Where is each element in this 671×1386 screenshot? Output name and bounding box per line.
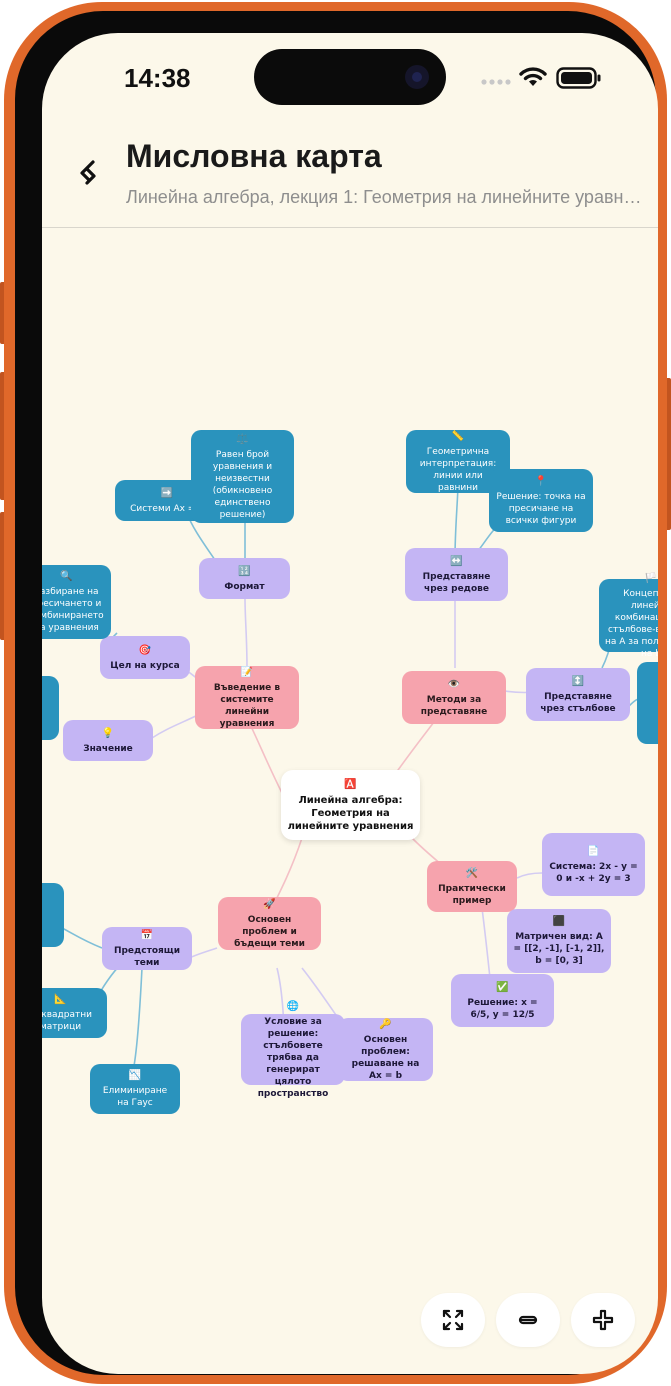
- battery-icon: [556, 67, 601, 89]
- add-icon: [592, 1309, 614, 1331]
- fit-view-button[interactable]: [421, 1293, 485, 1347]
- sub-node-matrix[interactable]: ⬛ Матричен вид: A = [[2, -1], [-1, 2]], …: [507, 909, 611, 973]
- sub-node-rows[interactable]: ↔️ Представяне чрез редове: [405, 548, 508, 601]
- branch-label: Въведение в системите линейни уравнения: [213, 682, 281, 729]
- phone-side-button: [0, 372, 6, 500]
- leaf-node-partial[interactable]: в а: [42, 676, 59, 740]
- up-down-arrow-icon: ↕️: [571, 675, 585, 687]
- leaf-node-equal-count[interactable]: ⚖️ Равен брой уравнения и неизвестни (об…: [191, 430, 294, 523]
- sub-label: Система: 2x - y = 0 и -x + 2y = 3: [549, 861, 638, 884]
- sub-label: Условие за решение: стълбовете трябва да…: [257, 1016, 329, 1099]
- check-icon: ✅: [496, 981, 509, 993]
- globe-icon: 🌐: [286, 1000, 300, 1012]
- branch-node-methods[interactable]: 👁️ Методи за представяне: [402, 671, 506, 724]
- flag-icon: 🏳️: [644, 572, 658, 584]
- sub-node-cols[interactable]: ↕️ Представяне чрез стълбове: [526, 668, 630, 721]
- sub-label: Решение: x = 6/5, y = 12/5: [467, 997, 538, 1020]
- key-icon: 🔑: [379, 1018, 392, 1030]
- leaf-node-gauss[interactable]: 📉 Елиминиране на Гаус: [90, 1064, 180, 1114]
- collapse-all-button[interactable]: [496, 1293, 560, 1347]
- phone-bezel: 14:38 Мисловна ка: [15, 11, 658, 1375]
- expand-icon: [442, 1309, 464, 1331]
- leaf-node-offscreen-right[interactable]: [637, 662, 658, 744]
- phone-side-button: [0, 282, 6, 344]
- sub-node-goal[interactable]: 🎯 Цел на курса: [100, 636, 190, 679]
- sub-label: Представяне чрез стълбове: [540, 691, 616, 714]
- page-title: Мисловна карта: [126, 138, 382, 174]
- phone-frame: 14:38 Мисловна ка: [4, 2, 667, 1384]
- sub-label: Предстоящи теми: [113, 945, 181, 968]
- root-label: Линейна алгебра: Геометрия на линейните …: [287, 794, 414, 832]
- sub-node-solution[interactable]: ✅ Решение: x = 6/5, y = 12/5: [451, 974, 554, 1027]
- leaf-label: Системи Ax = b: [130, 503, 204, 514]
- leaf-node-concept[interactable]: 🏳️ Концепция: линейна комбинация на стъл…: [599, 573, 658, 659]
- sub-label: Матричен вид: A = [[2, -1], [-1, 2]], b …: [513, 932, 605, 966]
- branch-node-intro[interactable]: 📝 Въведение в системите линейни уравнени…: [195, 666, 299, 729]
- branch-label: Методи за представяне: [420, 694, 488, 717]
- memo-icon: 📝: [240, 666, 254, 678]
- leaf-label: Равен брой уравнения и неизвестни (обикн…: [212, 449, 273, 520]
- branch-label: Практически пример: [438, 883, 506, 906]
- sub-label: Значение: [83, 743, 133, 754]
- right-arrow-icon: ➡️: [160, 487, 174, 499]
- back-icon[interactable]: [76, 157, 104, 191]
- leaf-label: Разбиране на пресичането и комбинирането…: [42, 587, 104, 633]
- tools-icon: 🛠️: [465, 867, 479, 879]
- lightbulb-icon: 💡: [101, 727, 115, 739]
- branch-node-example[interactable]: 🛠️ Практически пример: [427, 861, 517, 912]
- numbers-icon: 🔢: [238, 565, 251, 577]
- sub-label: Цел на курса: [110, 660, 180, 671]
- sub-node-system[interactable]: 📄 Система: 2x - y = 0 и -x + 2y = 3: [542, 833, 645, 896]
- collapse-icon: [518, 1315, 538, 1325]
- sub-label: Формат: [224, 581, 265, 592]
- black-square-icon: ⬛: [552, 916, 566, 927]
- scales-icon: ⚖️: [236, 433, 249, 445]
- sub-node-condition[interactable]: 🌐 Условие за решение: стълбовете трябва …: [241, 1001, 345, 1099]
- page-subtitle: Линейна алгебра, лекция 1: Геометрия на …: [126, 187, 646, 207]
- branch-label: Основен проблем и бъдещи теми: [234, 914, 305, 949]
- leaf-node-nonsquare[interactable]: 📐 Неквадратни матрици: [42, 988, 107, 1038]
- triangle-ruler-icon: 📐: [54, 994, 67, 1005]
- header-divider: [42, 227, 658, 228]
- camera-icon: [405, 65, 429, 89]
- sub-node-mainproblem[interactable]: 🔑 Основен проблем: решаване на Ax = b: [338, 1018, 433, 1081]
- pin-icon: 📍: [534, 475, 548, 487]
- magnifier-icon: 🔍: [60, 571, 73, 582]
- sub-node-upcoming[interactable]: 📅 Предстоящи теми: [102, 927, 192, 970]
- status-time: 14:38: [124, 63, 191, 93]
- mindmap-canvas[interactable]: 🅰️ Линейна алгебра: Геометрия на линейни…: [42, 228, 658, 1374]
- phone-side-button: [0, 512, 6, 640]
- eye-icon: 👁️: [447, 678, 461, 690]
- sub-label: Основен проблем: решаване на Ax = b: [351, 1034, 420, 1081]
- screen: 14:38 Мисловна ка: [42, 33, 658, 1374]
- document-icon: 📄: [587, 845, 600, 857]
- calendar-icon: 📅: [140, 929, 154, 941]
- rocket-icon: 🚀: [263, 898, 276, 910]
- leaf-node-partial-upcoming[interactable]: с о: [42, 883, 64, 947]
- sub-node-meaning[interactable]: 💡 Значение: [63, 720, 153, 761]
- add-node-button[interactable]: [571, 1293, 635, 1347]
- ruler-icon: 📏: [451, 430, 465, 442]
- root-icon: 🅰️: [344, 778, 357, 790]
- chart-down-icon: 📉: [128, 1070, 142, 1081]
- left-right-arrow-icon: ↔️: [450, 555, 463, 567]
- target-icon: 🎯: [138, 644, 152, 656]
- leaf-label: Концепция: линейна комбинация на стълбов…: [605, 588, 658, 659]
- leaf-label: Неквадратни матрици: [42, 1010, 92, 1032]
- cellular-signal-icon: [481, 79, 511, 85]
- leaf-node-understanding[interactable]: 🔍 Разбиране на пресичането и комбиниране…: [42, 565, 111, 639]
- dynamic-island: [254, 49, 446, 105]
- phone-side-button: [665, 378, 671, 530]
- sub-node-format[interactable]: 🔢 Формат: [199, 558, 290, 599]
- branch-node-core[interactable]: 🚀 Основен проблем и бъдещи теми: [218, 897, 321, 950]
- leaf-label: Геометрична интерпретация: линии или рав…: [419, 446, 497, 493]
- mindmap-root-node[interactable]: 🅰️ Линейна алгебра: Геометрия на линейни…: [281, 770, 420, 840]
- wifi-icon: [519, 67, 547, 86]
- sub-label: Представяне чрез редове: [422, 571, 491, 594]
- leaf-node-intersection[interactable]: 📍 Решение: точка на пресичане на всички …: [489, 469, 593, 532]
- leaf-label: Елиминиране на Гаус: [102, 1086, 168, 1108]
- leaf-label: Решение: точка на пресичане на всички фи…: [496, 491, 586, 526]
